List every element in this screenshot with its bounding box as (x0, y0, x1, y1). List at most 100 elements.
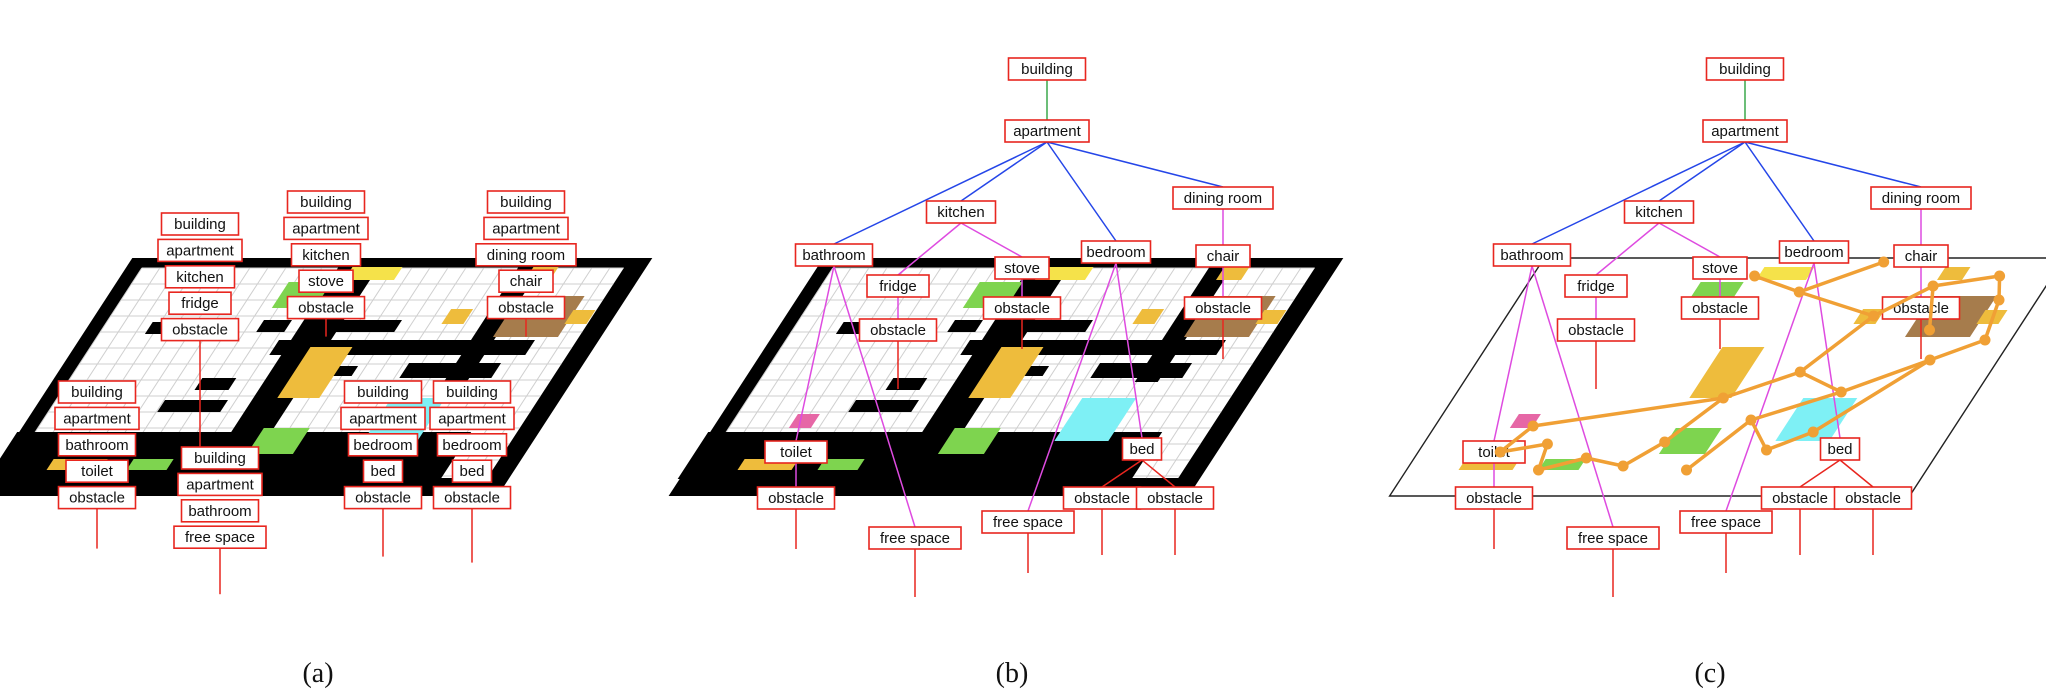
graph-node (1580, 452, 1592, 464)
tree-node-obsFridge-box (858, 318, 938, 342)
tree-edge (1658, 222, 1721, 258)
stack-toilet-label: apartment (63, 410, 131, 427)
tree-node-obsBed1: obstacle (1074, 490, 1130, 507)
wall (848, 400, 919, 412)
tree-node-stove: stove (1004, 260, 1040, 277)
stack-chair-label: apartment (492, 220, 560, 237)
tree-node-dining: dining room (1184, 190, 1262, 207)
graph-node (1993, 294, 2005, 306)
tree-edge (1027, 262, 1117, 512)
stack-bed2-label-box (429, 406, 515, 431)
graph-node (1494, 446, 1506, 458)
stack-free_space-label: building (194, 450, 246, 467)
stack-stove-label-box (298, 269, 354, 294)
stack-free_space-label: free space (185, 529, 255, 546)
graph-edge (1722, 370, 1801, 400)
tree-node-obsFridge: obstacle (1568, 322, 1624, 339)
tree-node-obsStove: obstacle (1692, 300, 1748, 317)
tree-node-obsChair-box (1183, 296, 1263, 320)
stack-bed1-label-box (362, 459, 404, 484)
graph-edge (1499, 442, 1548, 454)
tree-node-toilet: toilet (780, 444, 813, 461)
stack-bed2-label: bed (459, 463, 484, 480)
tree-edge (1046, 141, 1117, 242)
tree-node-toilet-box (764, 440, 828, 464)
tree-node-chair: chair (1905, 248, 1938, 265)
graph-edge (1499, 424, 1535, 454)
stove (344, 267, 403, 280)
stack-stove-label: apartment (292, 220, 360, 237)
tree-node-apartment-box (1702, 119, 1788, 143)
graph-edge (1929, 338, 1986, 362)
tree-edge (1595, 222, 1660, 276)
stack-free_space-label: apartment (186, 476, 254, 493)
tree-node-freeBath: free space (1578, 530, 1648, 547)
stack-chair-label: dining room (487, 247, 565, 264)
graph-node (1878, 256, 1890, 268)
tree-node-freeBath: free space (880, 530, 950, 547)
tree-node-building-box (1007, 57, 1087, 81)
tree-node-bed-box (1819, 437, 1861, 461)
graph-edge (1685, 418, 1753, 472)
graph-node (1794, 366, 1806, 378)
stack-fridge-label-box (164, 264, 236, 289)
stack-chair-label-box (475, 243, 577, 267)
tree-node-obsToilet-box (1454, 486, 1534, 510)
graph-node (1659, 436, 1671, 448)
graph-edge (1754, 274, 1800, 294)
toilet-obstacle (788, 414, 820, 428)
tree-edge (1839, 459, 1874, 488)
tree-node-bathroom-box (794, 243, 874, 267)
tree-node-chair-box (1893, 244, 1949, 268)
stack-free_space-label-box (180, 498, 260, 523)
graph-edge (1799, 314, 1875, 374)
tree-edge (1101, 459, 1143, 488)
stack-bed2-label: bedroom (442, 437, 501, 454)
rug (1775, 398, 1858, 441)
wall (256, 320, 292, 332)
wall (157, 400, 228, 412)
stack-stove-label: obstacle (298, 300, 354, 317)
stack-fridge-label: apartment (166, 242, 234, 259)
tree-edge (1141, 459, 1176, 488)
tree-node-obsToilet: obstacle (768, 490, 824, 507)
stack-fridge-label: fridge (181, 295, 219, 312)
stack-fridge-label-box (157, 238, 243, 263)
graph-edge (1983, 299, 2001, 341)
stack-chair-label: obstacle (498, 300, 554, 317)
tree-node-bathroom-box (1492, 243, 1572, 267)
tree-node-bedroom-box (1080, 240, 1152, 264)
graph-node (1761, 444, 1772, 456)
tree-node-bed: bed (1129, 441, 1154, 458)
graph-node (1617, 460, 1629, 472)
tree-node-dining-box (1870, 186, 1972, 210)
tree-node-obsBed1: obstacle (1772, 490, 1828, 507)
tree-edge (897, 222, 962, 276)
chair (1216, 267, 1250, 280)
tree-node-obsStove-box (1680, 296, 1760, 320)
dresser (277, 347, 353, 398)
bedroom-chair-left (441, 309, 474, 324)
stack-chair-label: building (500, 194, 552, 211)
stack-stove-label-box (283, 216, 369, 241)
stack-stove-label: kitchen (302, 247, 350, 264)
tree-node-apartment: apartment (1013, 123, 1081, 140)
stack-bed2-label: apartment (438, 410, 506, 427)
stack-chair-label: chair (510, 273, 543, 290)
tree-node-kitchen-box (1623, 200, 1695, 224)
stack-bed2-label: building (446, 384, 498, 401)
tree-node-freeBed: free space (1691, 514, 1761, 531)
tree-edge (1115, 262, 1143, 439)
tree-edge (1725, 262, 1815, 512)
tree-edge (1658, 141, 1746, 202)
plant (937, 428, 1001, 454)
stack-fridge-label: building (174, 216, 226, 233)
tree-node-dining: dining room (1882, 190, 1960, 207)
tree-edge (1799, 459, 1841, 488)
stack-bed2-label-box (436, 432, 508, 457)
stack-bed1-label-box (340, 406, 426, 431)
stack-free_space-label-box (180, 446, 260, 470)
tree-edge (833, 141, 1048, 245)
wall (332, 320, 402, 332)
